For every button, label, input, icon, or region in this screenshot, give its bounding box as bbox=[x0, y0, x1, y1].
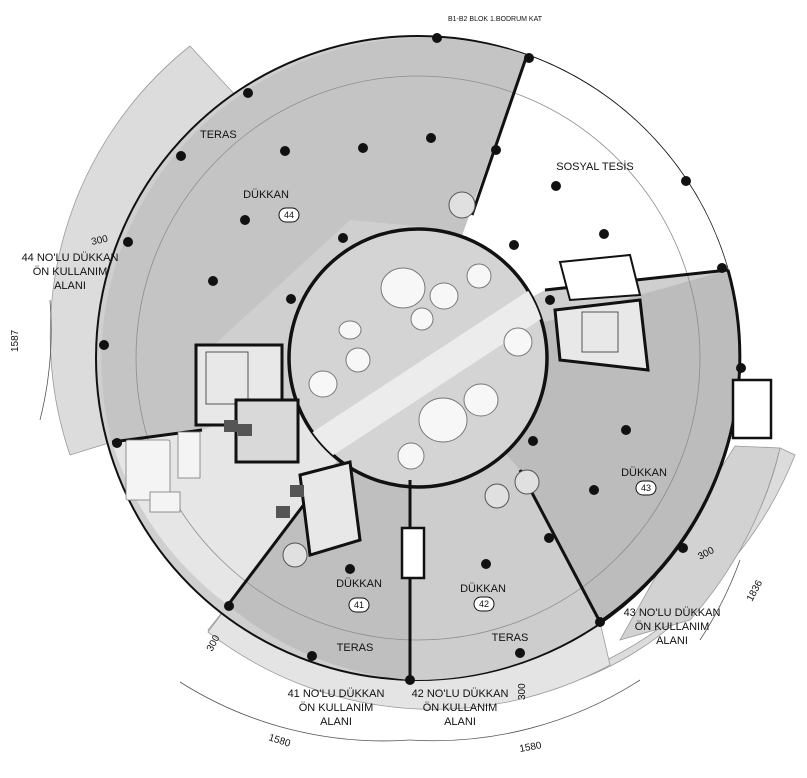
column-block-43 bbox=[731, 378, 773, 440]
svg-text:41 NO'LU DÜKKAN: 41 NO'LU DÜKKAN bbox=[288, 688, 385, 700]
label-shop-44: DÜKKAN bbox=[243, 189, 289, 201]
svg-text:41: 41 bbox=[354, 600, 364, 610]
dim-300-nw: 300 bbox=[90, 234, 109, 248]
front-area-44-label: 44 NO'LU DÜKKAN ÖN KULLANIM ALANI bbox=[22, 252, 119, 292]
dim-1580-left: 1580 bbox=[267, 732, 292, 749]
front-area-43-label: 43 NO'LU DÜKKAN ÖN KULLANIM ALANI bbox=[624, 607, 721, 647]
dim-1587: 1587 bbox=[10, 329, 21, 352]
badge-shop-44: 44 bbox=[278, 207, 300, 223]
dim-300-s: 300 bbox=[517, 683, 528, 700]
svg-text:ALANI: ALANI bbox=[54, 280, 86, 292]
core-east bbox=[448, 191, 650, 509]
front-area-43-band bbox=[619, 445, 781, 641]
svg-text:ALANI: ALANI bbox=[444, 716, 476, 728]
label-shop-41: DÜKKAN bbox=[336, 578, 382, 590]
badge-shop-41: 41 bbox=[348, 597, 370, 613]
lobby-furniture bbox=[125, 431, 201, 513]
courtyard-trees bbox=[308, 263, 533, 470]
core-west bbox=[194, 343, 300, 464]
svg-text:ALANI: ALANI bbox=[320, 716, 352, 728]
label-shop-42: DÜKKAN bbox=[460, 583, 506, 595]
svg-text:43 NO'LU DÜKKAN: 43 NO'LU DÜKKAN bbox=[624, 607, 721, 619]
inner-ring bbox=[135, 75, 701, 641]
svg-text:ALANI: ALANI bbox=[656, 635, 688, 647]
core-southwest bbox=[276, 460, 362, 568]
svg-text:ÖN KULLANIM: ÖN KULLANIM bbox=[423, 702, 498, 714]
svg-text:44 NO'LU DÜKKAN: 44 NO'LU DÜKKAN bbox=[22, 252, 119, 264]
svg-text:42: 42 bbox=[479, 599, 489, 609]
svg-text:42 NO'LU DÜKKAN: 42 NO'LU DÜKKAN bbox=[412, 688, 509, 700]
sheet-header: B1-B2 BLOK 1.BODRUM KAT bbox=[448, 16, 543, 23]
label-terrace-s: TERAS bbox=[492, 632, 529, 644]
label-social-facility: SOSYAL TESİS bbox=[556, 160, 633, 173]
front-area-41-label: 41 NO'LU DÜKKAN ÖN KULLANIM ALANI bbox=[288, 688, 385, 728]
badge-shop-42: 42 bbox=[473, 596, 495, 612]
svg-text:ÖN KULLANIM: ÖN KULLANIM bbox=[33, 266, 108, 278]
courtyard-path bbox=[289, 270, 547, 487]
svg-text:ÖN KULLANIM: ÖN KULLANIM bbox=[635, 621, 710, 633]
front-area-42-label: 42 NO'LU DÜKKAN ÖN KULLANIM ALANI bbox=[412, 688, 509, 728]
badge-shop-43: 43 bbox=[635, 480, 657, 496]
label-terrace-nw: TERAS bbox=[200, 129, 237, 141]
dim-1836: 1836 bbox=[745, 578, 765, 603]
structural-columns bbox=[99, 33, 746, 685]
svg-text:43: 43 bbox=[641, 483, 651, 493]
dim-1580-right: 1580 bbox=[519, 740, 543, 755]
svg-text:ÖN KULLANIM: ÖN KULLANIM bbox=[299, 702, 374, 714]
column-block-42 bbox=[400, 526, 426, 580]
label-terrace-sw: TERAS bbox=[337, 642, 374, 654]
label-shop-43: DÜKKAN bbox=[621, 467, 667, 479]
dimension-lines bbox=[39, 299, 741, 742]
svg-text:44: 44 bbox=[284, 210, 294, 220]
